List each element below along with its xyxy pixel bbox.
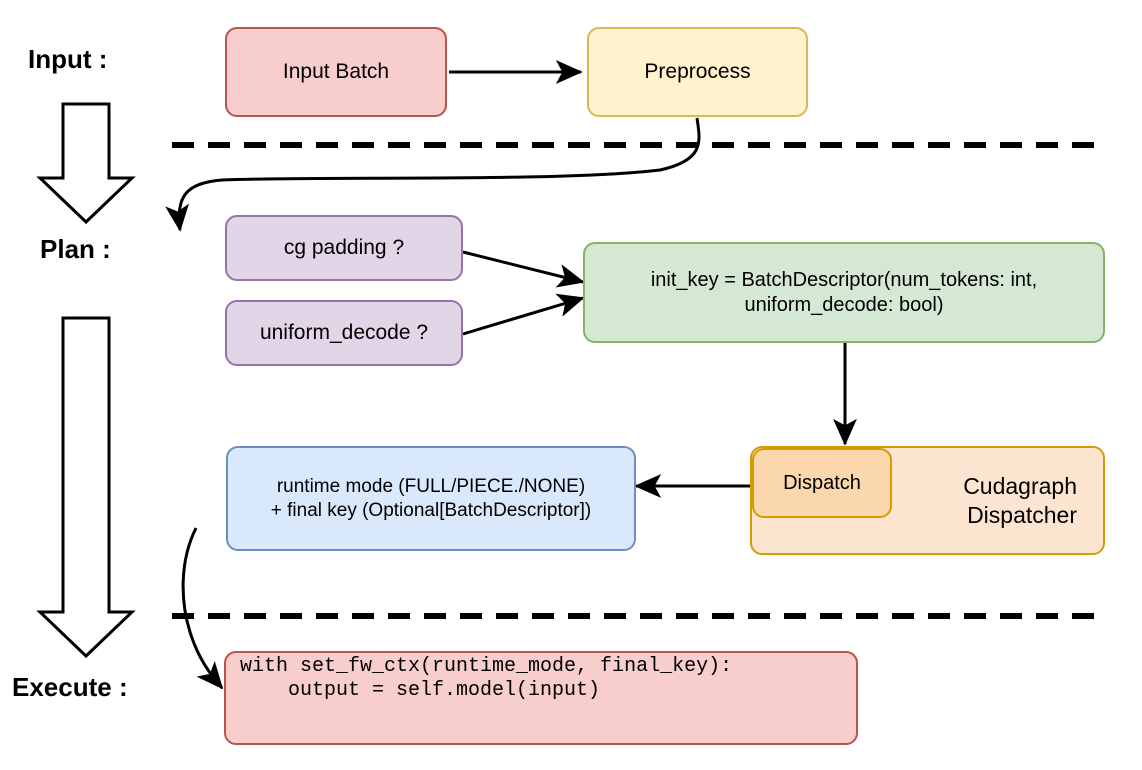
node-cudagraph-dispatcher-line1: Cudagraph bbox=[963, 473, 1077, 500]
node-execute-code-line2: output = self.model(input) bbox=[240, 679, 601, 703]
node-uniform-decode-label: uniform_decode ? bbox=[259, 321, 429, 345]
node-cg-padding[interactable]: cg padding ? bbox=[225, 215, 463, 281]
arrow-runtime-mode-to-execute-code bbox=[181, 527, 224, 690]
stage-label-input: Input : bbox=[28, 44, 108, 74]
node-cg-padding-label: cg padding ? bbox=[283, 236, 405, 260]
stage-arrow-input-to-plan bbox=[36, 102, 136, 225]
node-runtime-mode-line2: + final key (Optional[BatchDescriptor]) bbox=[270, 499, 592, 521]
stage-label-plan: Plan : bbox=[40, 234, 111, 264]
stage-arrow-plan-to-execute bbox=[36, 316, 136, 659]
node-init-key-line1: init_key = BatchDescriptor(num_tokens: i… bbox=[650, 269, 1038, 292]
node-cudagraph-dispatcher-line2: Dispatcher bbox=[967, 501, 1077, 528]
arrow-uniform-decode-to-init-key bbox=[462, 293, 585, 336]
node-preprocess[interactable]: Preprocess bbox=[587, 27, 808, 117]
arrow-cg-padding-to-init-key bbox=[462, 250, 585, 288]
node-input-batch[interactable]: Input Batch bbox=[225, 27, 447, 117]
node-input-batch-label: Input Batch bbox=[282, 60, 390, 84]
node-init-key[interactable]: init_key = BatchDescriptor(num_tokens: i… bbox=[583, 242, 1105, 343]
node-uniform-decode[interactable]: uniform_decode ? bbox=[225, 300, 463, 366]
stage-label-execute: Execute : bbox=[12, 672, 128, 702]
node-runtime-mode-line1: runtime mode (FULL/PIECE./NONE) bbox=[276, 476, 586, 498]
node-runtime-mode[interactable]: runtime mode (FULL/PIECE./NONE) + final … bbox=[226, 446, 636, 551]
arrow-preprocess-to-cg-padding bbox=[165, 117, 701, 232]
node-execute-code-line1: with set_fw_ctx(runtime_mode, final_key)… bbox=[240, 655, 733, 678]
node-init-key-line2: uniform_decode: bool) bbox=[744, 293, 944, 316]
node-dispatch-label: Dispatch bbox=[783, 471, 861, 494]
node-preprocess-label: Preprocess bbox=[644, 60, 751, 84]
node-execute-code[interactable]: with set_fw_ctx(runtime_mode, final_key)… bbox=[224, 651, 858, 745]
node-dispatch[interactable]: Dispatch bbox=[752, 448, 892, 518]
